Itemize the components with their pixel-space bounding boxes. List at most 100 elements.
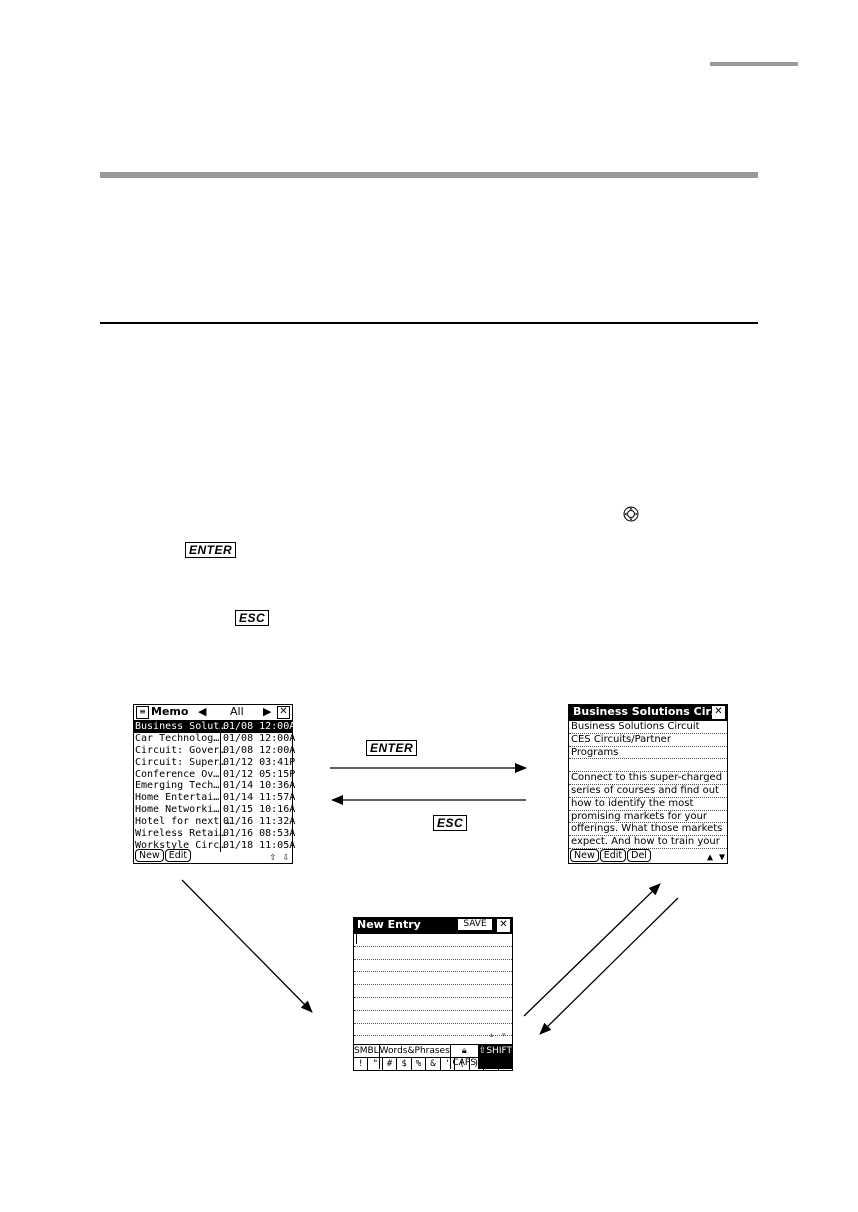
memo-detail-title: Business Solutions Cir… [573, 705, 722, 718]
symbol-key[interactable]: ' [441, 1058, 456, 1070]
memo-list-title: Memo [151, 705, 189, 718]
memo-detail-line: CES Circuits/Partner [569, 734, 727, 747]
memo-row[interactable]: Circuit: Super…01/12 03:41P [134, 756, 295, 769]
scroll-up-icon[interactable]: ▵ [489, 1030, 494, 1039]
shift-icon: ⇧ [478, 1046, 487, 1056]
symbol-key[interactable]: % [412, 1058, 427, 1070]
caps-label: CAPS [452, 1058, 477, 1068]
memo-list-titlebar: ≡ Memo ◀ All ▶ ✕ [134, 705, 292, 721]
symbol-key[interactable]: # [383, 1058, 398, 1070]
scroll-up-icon[interactable]: ⇧ [269, 850, 276, 863]
lock-icon: 🔒︎ [461, 1046, 467, 1056]
memo-detail-screen: Business Solutions Cir… ✕ Business Solut… [568, 704, 728, 864]
symbol-keys: !"#$%&'()*? [354, 1057, 512, 1070]
arrow-new-to-detail [523, 883, 661, 1017]
edit-button[interactable]: Edit [164, 849, 192, 862]
entry-text-area[interactable] [354, 934, 512, 1037]
memo-row-date: 01/08 12:00A [220, 732, 295, 745]
symbol-key[interactable]: ! [354, 1058, 369, 1070]
new-button[interactable]: New [570, 849, 599, 862]
scroll-down-icon[interactable]: ⇩ [282, 850, 289, 863]
memo-row-date: 01/16 08:53A [220, 828, 295, 841]
memo-detail-line: Business Solutions Circuit [569, 721, 727, 734]
shift-label: SHIFT [486, 1046, 512, 1056]
symbol-key[interactable]: ? [502, 1059, 508, 1069]
memo-detail-line: promising markets for your [569, 811, 727, 824]
memo-row[interactable]: Home Networki…01/15 10:16A [134, 804, 295, 817]
memo-row-date: 01/12 05:15P [220, 768, 295, 781]
memo-row-title: Circuit: Gover… [135, 744, 226, 756]
section-divider-gray [100, 172, 758, 178]
memo-detail-line: Programs [569, 747, 727, 760]
symbol-key[interactable]: $ [397, 1058, 412, 1070]
memo-row-title: Home Entertai… [135, 792, 220, 804]
new-entry-title: New Entry [357, 918, 421, 931]
memo-row-date: 01/16 11:32A [220, 816, 295, 829]
text-line [354, 998, 512, 1011]
memo-row[interactable]: Conference Ov…01/12 05:15P [134, 768, 295, 781]
memo-row-title: Circuit: Super… [135, 756, 226, 768]
memo-row-date: 01/08 12:00A [220, 744, 295, 757]
header-rule [710, 62, 798, 66]
prev-category-icon[interactable]: ◀ [198, 705, 207, 718]
memo-row-title: Car Technolog… [135, 732, 220, 744]
delete-button[interactable]: Del [627, 849, 651, 862]
next-category-icon[interactable]: ▶ [263, 705, 272, 718]
memo-list-screen: ≡ Memo ◀ All ▶ ✕ Business Solut…01/08 12… [133, 704, 295, 864]
memo-row-date: 01/14 10:36A [220, 780, 295, 793]
memo-app-icon: ≡ [136, 706, 149, 719]
memo-row-date: 01/15 10:16A [220, 804, 295, 817]
memo-row-title: Emerging Tech… [135, 780, 220, 792]
memo-detail-line: expect. And how to train your [569, 836, 727, 849]
edit-button[interactable]: Edit [599, 849, 627, 862]
symbol-key[interactable]: ( [455, 1058, 470, 1070]
close-icon[interactable]: ✕ [497, 919, 510, 932]
close-icon[interactable]: ✕ [277, 706, 290, 719]
scroll-down-icon[interactable]: ▼ [718, 852, 725, 863]
memo-row-date: 01/18 11:05A [220, 839, 295, 852]
text-line [354, 985, 512, 998]
memo-row[interactable]: Car Technolog…01/08 12:00A [134, 732, 295, 745]
memo-row-date: 01/12 03:41P [220, 756, 295, 769]
directional-pad-icon [623, 506, 639, 522]
text-cursor [356, 934, 357, 944]
memo-detail-line: how to identify the most [569, 798, 727, 811]
memo-row-date: 01/08 12:00A [220, 721, 295, 733]
save-button[interactable]: SAVE [458, 919, 492, 930]
memo-row-date: 01/14 11:57A [220, 792, 295, 805]
text-line [354, 960, 512, 973]
text-line [354, 934, 512, 947]
memo-row[interactable]: Workstyle Circ…01/18 11:05A [134, 839, 295, 852]
memo-row[interactable]: Home Entertai…01/14 11:57A [134, 792, 295, 805]
category-filter[interactable]: All [230, 705, 244, 718]
symbol-key[interactable]: * [484, 1058, 499, 1070]
memo-row-title: Workstyle Circ… [135, 839, 226, 851]
arrow-list-to-new [181, 879, 313, 1013]
memo-row[interactable]: Circuit: Gover…01/08 12:00A [134, 744, 295, 757]
memo-detail-titlebar: Business Solutions Cir… ✕ [569, 705, 727, 721]
memo-row-title: Conference Ov… [135, 768, 220, 780]
text-line [354, 947, 512, 960]
memo-row[interactable]: Business Solut…01/08 12:00A [134, 721, 295, 733]
symbol-key[interactable]: " [368, 1058, 383, 1070]
memo-detail-line: series of courses and find out [569, 785, 727, 798]
enter-key-icon: ENTER [366, 740, 418, 756]
close-icon[interactable]: ✕ [712, 706, 725, 719]
text-line [354, 1024, 512, 1037]
new-button[interactable]: New [135, 849, 164, 862]
memo-row-title: Business Solut… [135, 721, 226, 732]
memo-detail-line: offerings. What those markets [569, 823, 727, 837]
symbol-key[interactable]: ) [470, 1058, 485, 1070]
scroll-down-icon[interactable]: ▿ [501, 1030, 506, 1039]
memo-row[interactable]: Wireless Retai…01/16 08:53A [134, 828, 295, 841]
symbol-key[interactable]: & [426, 1058, 441, 1070]
new-entry-screen: New Entry SAVE ✕ ▵ ▿ SMBL Words&Phrases … [353, 917, 513, 1071]
memo-detail-line [569, 759, 727, 773]
scroll-up-icon[interactable]: ▲ [706, 852, 713, 863]
memo-row[interactable]: Hotel for next …01/16 11:32A [134, 816, 295, 829]
memo-row[interactable]: Emerging Tech…01/14 10:36A [134, 780, 295, 793]
